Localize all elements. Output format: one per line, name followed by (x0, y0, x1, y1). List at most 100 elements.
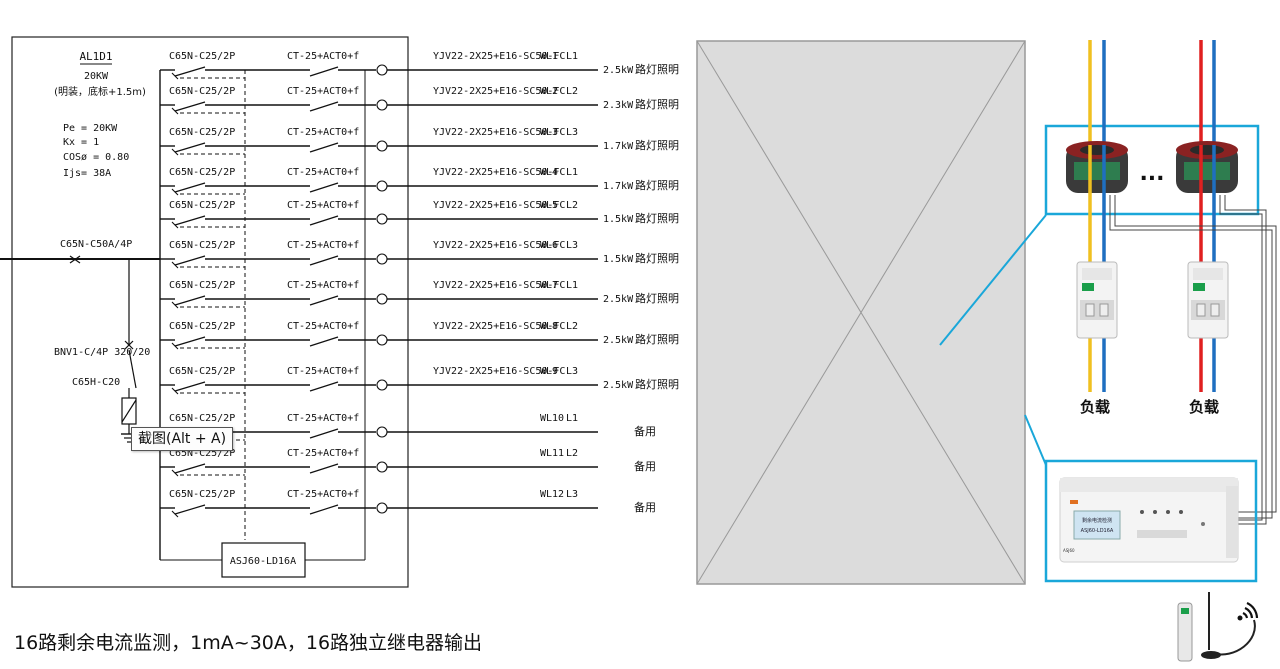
circuit-row: C65N-C25/2P CT-25+ACT0+f YJV22-2X25+E16-SC… (160, 127, 679, 156)
circuit-phase: L1 (566, 413, 578, 424)
ct-symbol (376, 461, 388, 473)
circuit-use: 路灯照明 (635, 212, 679, 225)
breaker-label: C65N-C25/2P (169, 167, 235, 178)
cable-label: YJV22-2X25+E16-SC50-FC (433, 167, 565, 178)
breaker-mark (171, 107, 179, 115)
current-transformer-2 (1176, 141, 1238, 193)
circuit-phase: L2 (566, 86, 578, 97)
circuit-id: WL2 (540, 86, 558, 97)
circuit-id: WL6 (540, 240, 558, 251)
breaker-mark (171, 261, 179, 269)
breaker-switch (174, 336, 206, 347)
ct-symbol (376, 253, 388, 265)
circuit-load: 1.7kW (603, 181, 634, 192)
breaker-switch (174, 463, 206, 474)
circuit-id: WL1 (540, 51, 558, 62)
breaker-mark (171, 510, 179, 518)
circuit-load: 2.5kW (603, 65, 634, 76)
breaker-switch (174, 255, 206, 266)
panel-name: AL1D1 (79, 50, 112, 63)
breaker-switch (174, 215, 206, 226)
ct-label: CT-25+ACT0+f (287, 321, 359, 332)
breaker-label: C65N-C25/2P (169, 366, 235, 377)
circuit-phase: L3 (566, 489, 578, 500)
ct-label: CT-25+ACT0+f (287, 127, 359, 138)
circuit-use: 路灯照明 (635, 333, 679, 346)
caption: 16路剩余电流监测，1mA~30A，16路独立继电器输出 (14, 632, 483, 654)
screenshot-tooltip: 截图(Alt + A) (131, 427, 234, 451)
panel-mount-note: (明装，底标+1.5m) (54, 85, 146, 98)
ct-symbol (376, 213, 388, 225)
breaker-switch (174, 66, 206, 77)
relay-contact (309, 504, 339, 515)
cable-label: YJV22-2X25+E16-SC50-FC (433, 127, 565, 138)
ct-label: CT-25+ACT0+f (287, 86, 359, 97)
rcm-device: 剩余电流检测 ASJ60-LD16A ASJ60 (1059, 477, 1239, 563)
circuit-phase: L2 (566, 200, 578, 211)
ct-label: CT-25+ACT0+f (287, 489, 359, 500)
circuit-use: 备用 (634, 424, 656, 438)
breaker-label: C65N-C25/2P (169, 448, 235, 459)
ct-symbol (376, 293, 388, 305)
circuit-use: 备用 (634, 459, 656, 473)
circuit-phase: L3 (566, 366, 578, 377)
circuit-id: WL12 (540, 489, 564, 500)
ct-symbol (376, 426, 388, 438)
circuit-load: 1.5kW (603, 214, 634, 225)
device-frame (1044, 459, 1258, 583)
relay-contact (309, 142, 339, 153)
breaker-mark (171, 387, 179, 395)
circuit-use: 路灯照明 (635, 98, 679, 111)
load-label-1: 负载 (1080, 398, 1110, 416)
circuit-load: 2.3kW (603, 100, 634, 111)
circuit-id: WL9 (540, 366, 558, 377)
circuit-phase: L1 (566, 280, 578, 291)
relay-contact (309, 463, 339, 474)
breaker-mark (171, 342, 179, 350)
ct-label: CT-25+ACT0+f (287, 167, 359, 178)
ct-symbol (376, 334, 388, 346)
schematic-frame (11, 36, 409, 588)
ct-label: CT-25+ACT0+f (287, 200, 359, 211)
circuit-phase: L3 (566, 127, 578, 138)
monitor-label: ASJ60-LD16A (230, 556, 296, 567)
circuit-use: 路灯照明 (635, 179, 679, 192)
ct2-signal-wire-b (1224, 195, 1267, 525)
panel-param-kx: Kx = 1 (63, 137, 99, 148)
relay-contact (309, 215, 339, 226)
wireless-module-icon (1177, 592, 1256, 662)
breaker-switch (174, 142, 206, 153)
device-screen-line-2: ASJ60-LD16A (1081, 528, 1114, 534)
circuit-load: 1.5kW (603, 254, 634, 265)
wifi-signal-icon (1237, 601, 1259, 621)
breaker-switch (174, 182, 206, 193)
relay-contact (309, 381, 339, 392)
breaker-mark (171, 188, 179, 196)
miniature-breaker-1 (1076, 261, 1118, 339)
circuit-id: WL8 (540, 321, 558, 332)
circuit-use: 备用 (634, 500, 656, 514)
breaker-label: C65N-C25/2P (169, 280, 235, 291)
circuit-phase: L2 (566, 448, 578, 459)
device-screen-line-1: 剩余电流检测 (1082, 517, 1112, 524)
ct1-signal-wire-a (1109, 195, 1273, 519)
cable-label: YJV22-2X25+E16-SC50-FC (433, 366, 565, 377)
breaker-mark (171, 148, 179, 156)
cable-label: YJV22-2X25+E16-SC50-FC (433, 321, 565, 332)
breaker-label: C65N-C25/2P (169, 127, 235, 138)
ct-label: CT-25+ACT0+f (287, 240, 359, 251)
cable-label: YJV22-2X25+E16-SC50-FC (433, 240, 565, 251)
rcm-diagram: ... (939, 40, 1277, 583)
circuit-use: 路灯照明 (635, 292, 679, 305)
ct-label: CT-25+ACT0+f (287, 51, 359, 62)
circuit-load: 2.5kW (603, 380, 634, 391)
callout-line-top (939, 214, 1047, 346)
